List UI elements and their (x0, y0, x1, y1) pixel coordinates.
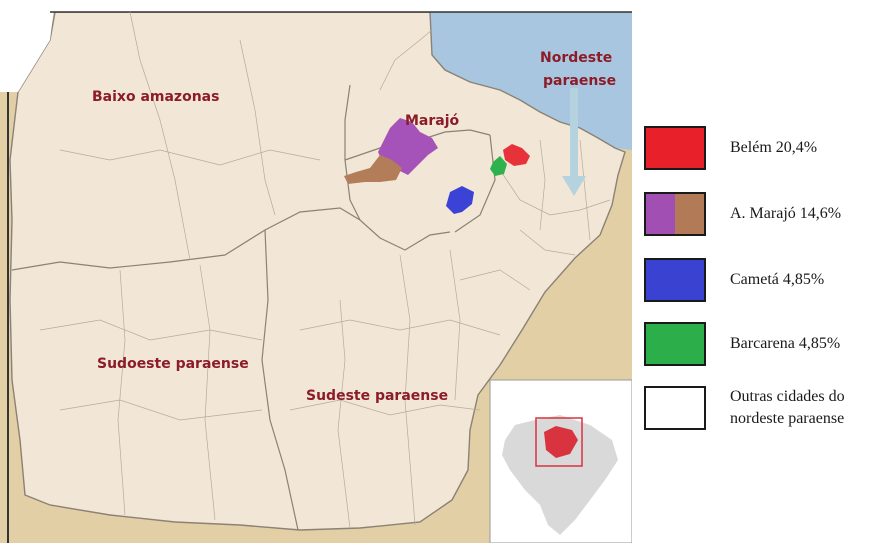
swatch-cameta (644, 258, 706, 302)
legend-label-outras: Outras cidades do nordeste paraense (730, 388, 845, 427)
brazil-shape (502, 415, 618, 535)
legend-label-belem: Belém 20,4% (730, 139, 818, 157)
legend-item-belem: Belém 20,4% (644, 126, 817, 170)
marajo-purple-area (378, 118, 438, 175)
municipality-borders (39, 11, 611, 529)
belem-area (503, 144, 530, 166)
label-nordeste-line1: Nordeste (540, 50, 612, 66)
legend-label-marajo: A. Marajó 14,6% (730, 205, 842, 223)
arrow-icon (562, 88, 586, 196)
blank-corner (0, 0, 55, 92)
ocean (430, 12, 632, 150)
brazil-inset (489, 379, 632, 543)
map-svg: Baixo amazonas Marajó Nordeste paraense … (0, 0, 632, 543)
legend: Belém 20,4% A. Marajó 14,6% Cametá 4,85%… (644, 0, 890, 543)
label-marajo: Marajó (405, 113, 460, 129)
label-nordeste-line2: paraense (543, 73, 616, 89)
legend-label-barcarena: Barcarena 4,85% (730, 335, 841, 353)
barcarena-area (490, 156, 507, 176)
inset-highlight-box (535, 417, 583, 467)
blank-top (0, 0, 632, 12)
legend-item-cameta: Cametá 4,85% (644, 258, 824, 302)
swatch-outras (644, 386, 706, 430)
para-highlight (544, 426, 578, 458)
label-sudeste: Sudeste paraense (306, 388, 448, 404)
legend-item-barcarena: Barcarena 4,85% (644, 322, 840, 366)
legend-label-cameta: Cametá 4,85% (730, 271, 825, 289)
swatch-marajo (644, 192, 706, 236)
swatch-belem (644, 126, 706, 170)
swatch-barcarena (644, 322, 706, 366)
mesoregion-borders (11, 84, 496, 531)
cameta-area (446, 186, 474, 214)
marajo-brown-area (344, 155, 402, 184)
legend-item-marajo: A. Marajó 14,6% (644, 192, 841, 236)
label-sudoeste: Sudoeste paraense (97, 356, 249, 372)
legend-item-outras: Outras cidades do nordeste paraense (644, 386, 890, 430)
para-state (9, 11, 626, 531)
map-of-para: Baixo amazonas Marajó Nordeste paraense … (0, 0, 632, 543)
label-baixo-amazonas: Baixo amazonas (92, 89, 219, 105)
